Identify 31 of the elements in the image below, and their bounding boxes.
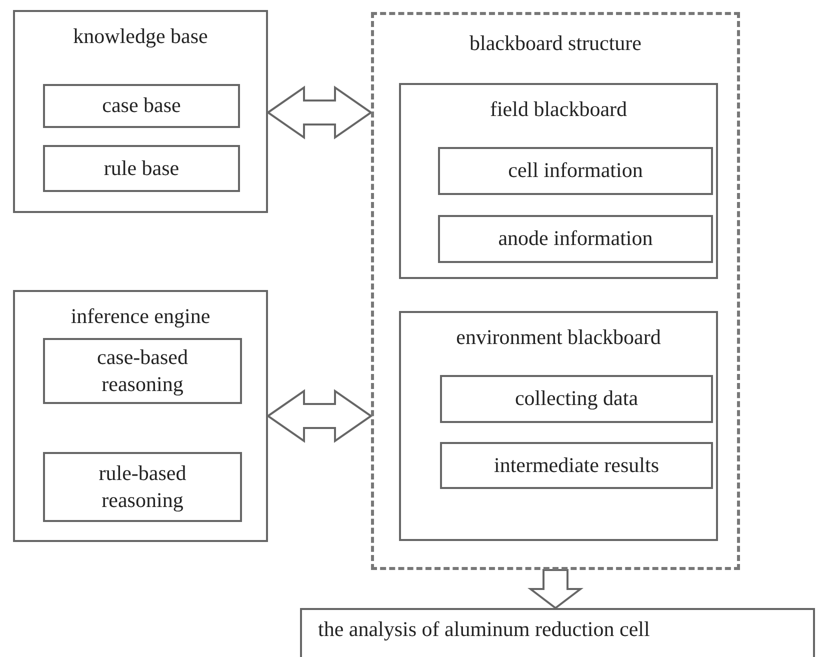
- group-box: [399, 83, 718, 279]
- process-box: [300, 608, 815, 657]
- group-heading: inference engine: [70, 304, 212, 329]
- process-box: [43, 452, 242, 522]
- box-label: rule base: [102, 154, 180, 182]
- box-label: case-based reasoning: [96, 344, 189, 398]
- dashed-group-box: [371, 12, 740, 570]
- box-label: case base: [101, 92, 182, 120]
- box-label: the analysis of aluminum reduction cell: [317, 616, 651, 643]
- box-label: rule-based reasoning: [98, 460, 188, 514]
- process-box: [43, 84, 240, 128]
- box-label: anode information: [497, 225, 654, 252]
- group-heading: environment blackboard: [455, 325, 662, 350]
- process-box: [438, 215, 713, 263]
- double-block-arrow: [266, 86, 373, 140]
- double-block-arrow: [266, 389, 373, 443]
- box-label: cell information: [507, 157, 644, 184]
- group-heading: field blackboard: [488, 97, 628, 122]
- process-box: [440, 442, 713, 489]
- group-box: [399, 311, 718, 541]
- process-box: [43, 338, 242, 404]
- process-box: [43, 145, 240, 192]
- group-heading: knowledge base: [72, 24, 209, 49]
- group-box: [13, 10, 268, 213]
- box-label: collecting data: [514, 385, 640, 412]
- process-box: [440, 375, 713, 423]
- block-arrow: [528, 569, 584, 610]
- group-heading: blackboard structure: [468, 31, 642, 56]
- process-box: [438, 147, 713, 195]
- box-label: intermediate results: [492, 452, 660, 479]
- group-box: [13, 290, 268, 542]
